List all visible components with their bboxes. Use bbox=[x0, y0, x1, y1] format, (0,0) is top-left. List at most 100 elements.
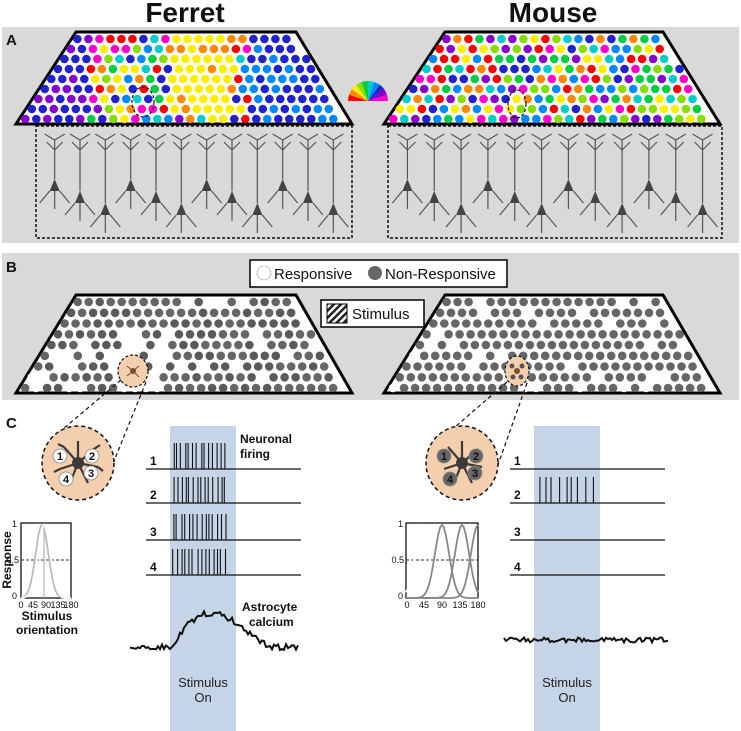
response-dot bbox=[642, 330, 651, 339]
response-dot bbox=[150, 351, 160, 361]
orientation-dot bbox=[615, 104, 625, 114]
response-dot bbox=[421, 383, 431, 393]
response-dot bbox=[463, 351, 473, 361]
mouse-xtick-90: 90 bbox=[437, 600, 447, 610]
response-dot bbox=[567, 362, 576, 371]
orientation-dot bbox=[132, 44, 142, 54]
response-dot bbox=[488, 330, 497, 339]
orientation-dot bbox=[479, 94, 488, 104]
orientation-dot bbox=[264, 44, 274, 54]
orientation-dot bbox=[212, 74, 221, 84]
orientation-dot bbox=[296, 114, 305, 124]
response-dot bbox=[238, 297, 247, 307]
response-dot bbox=[75, 330, 85, 339]
orientation-dot bbox=[243, 94, 252, 104]
orientation-dot bbox=[40, 84, 50, 94]
orientation-dot bbox=[424, 94, 433, 104]
orientation-dot bbox=[622, 44, 631, 54]
response-dot bbox=[284, 330, 294, 339]
response-dot bbox=[286, 362, 296, 371]
response-dot bbox=[428, 373, 438, 382]
orientation-dot bbox=[32, 114, 41, 124]
orientation-dot bbox=[576, 64, 585, 74]
response-dot bbox=[627, 319, 636, 328]
response-dot bbox=[269, 319, 278, 328]
response-dot bbox=[51, 351, 61, 361]
orientation-dot bbox=[622, 94, 631, 104]
mouse-tuning-plot bbox=[405, 522, 479, 599]
response-dot bbox=[692, 373, 702, 382]
orientation-dot bbox=[205, 84, 215, 94]
orientation-dot bbox=[494, 54, 504, 64]
response-dot bbox=[503, 340, 513, 350]
ferret-orientation-dots bbox=[21, 34, 338, 124]
response-dot bbox=[589, 308, 599, 318]
orientation-dot bbox=[609, 114, 618, 124]
response-dot bbox=[545, 308, 555, 318]
orientation-dot bbox=[595, 84, 605, 94]
response-dot bbox=[483, 373, 493, 382]
response-dot bbox=[73, 297, 82, 307]
response-dot bbox=[479, 308, 489, 318]
orientation-dot bbox=[617, 84, 627, 94]
orientation-dot bbox=[466, 114, 475, 124]
response-dot bbox=[538, 373, 548, 382]
mouse-astrocyte-calcium-trace bbox=[503, 635, 669, 645]
response-dot bbox=[569, 340, 579, 350]
orientation-dot bbox=[501, 94, 510, 104]
orientation-dot bbox=[560, 54, 570, 64]
pyramidal-neuron bbox=[526, 133, 558, 233]
orientation-dot bbox=[137, 104, 147, 114]
response-dot bbox=[450, 373, 460, 382]
ferret-ytick-1: 1 bbox=[12, 519, 17, 529]
orientation-dot bbox=[450, 104, 460, 114]
response-dot bbox=[474, 351, 484, 361]
orientation-dot bbox=[558, 74, 568, 84]
orientation-dot bbox=[91, 74, 100, 84]
neuron-cell bbox=[58, 471, 74, 487]
response-dot bbox=[275, 362, 285, 371]
response-dot bbox=[190, 340, 199, 350]
response-dot bbox=[402, 362, 411, 371]
response-dot bbox=[519, 297, 528, 307]
orientation-dot bbox=[411, 114, 420, 124]
orientation-dot bbox=[104, 104, 114, 114]
response-dot bbox=[594, 319, 603, 328]
response-dot bbox=[578, 362, 587, 371]
response-dot bbox=[668, 340, 678, 350]
response-dot bbox=[88, 308, 98, 318]
orientation-dot bbox=[532, 114, 541, 124]
response-dot bbox=[328, 383, 338, 393]
response-dot bbox=[58, 340, 67, 350]
response-dot bbox=[461, 373, 471, 382]
response-dot bbox=[192, 373, 201, 382]
response-dot bbox=[135, 340, 144, 350]
response-dot bbox=[148, 319, 157, 328]
orientation-dot bbox=[628, 84, 638, 94]
orientation-dot bbox=[477, 64, 486, 74]
response-dot bbox=[176, 308, 186, 318]
response-dot bbox=[62, 351, 72, 361]
response-dot bbox=[225, 373, 234, 382]
pyramidal-neuron bbox=[64, 133, 96, 221]
response-dot bbox=[664, 330, 673, 339]
orientation-dot bbox=[609, 64, 618, 74]
response-dot bbox=[670, 373, 680, 382]
response-dot bbox=[304, 351, 314, 361]
orientation-dot bbox=[229, 64, 239, 74]
orientation-dot bbox=[234, 74, 243, 84]
orientation-dot bbox=[439, 54, 449, 64]
response-dot bbox=[150, 297, 159, 307]
orientation-dot bbox=[286, 44, 296, 54]
orientation-dot bbox=[219, 114, 228, 124]
neuron-cell bbox=[52, 448, 68, 464]
response-dot bbox=[556, 308, 566, 318]
mouse-trace-label-2: 2 bbox=[514, 488, 521, 502]
orientation-dot bbox=[642, 114, 651, 124]
orientation-dot bbox=[98, 114, 107, 124]
orientation-dot bbox=[485, 84, 495, 94]
orientation-dot bbox=[159, 54, 168, 64]
response-dot bbox=[152, 383, 162, 393]
response-dot bbox=[264, 362, 274, 371]
